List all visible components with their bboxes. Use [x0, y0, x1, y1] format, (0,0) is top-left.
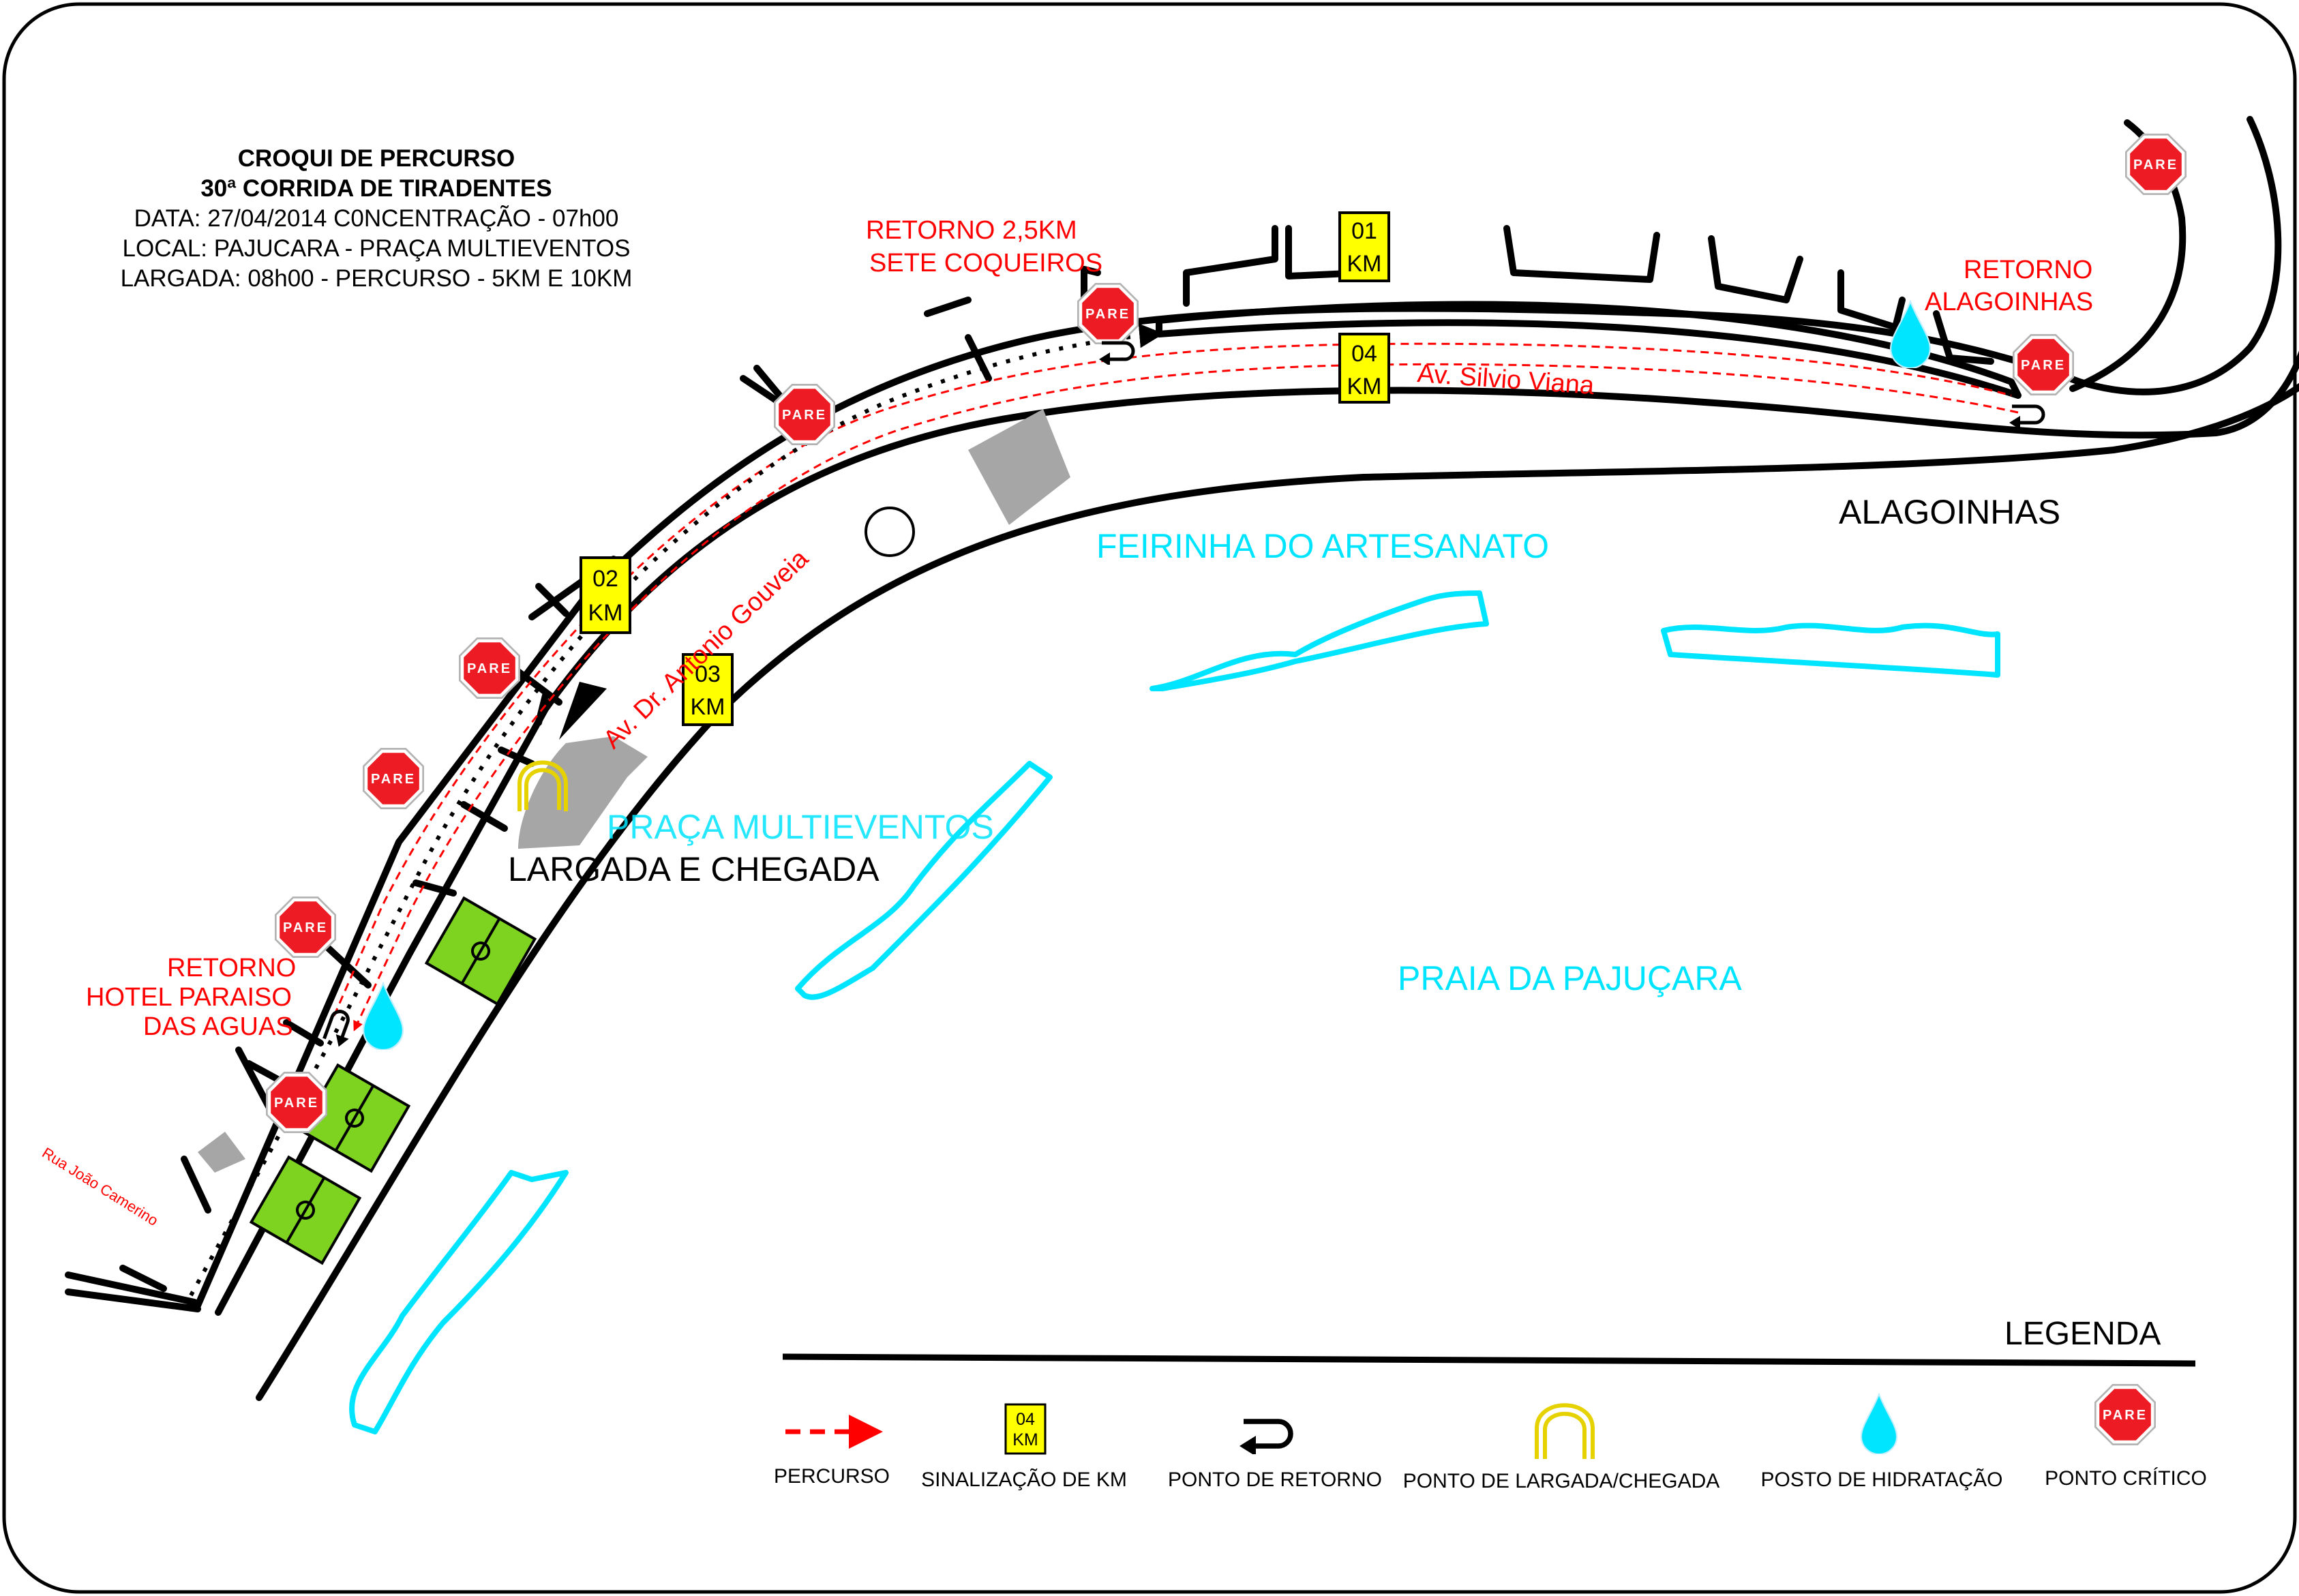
reef-shapes [349, 590, 2000, 1434]
svg-text:04: 04 [1351, 341, 1377, 367]
km-sign-icon [1004, 1403, 1047, 1455]
stop-sign: PARE [1077, 283, 1139, 344]
km-marker-04: 04 KM [1338, 333, 1390, 404]
svg-text:KM: KM [1347, 374, 1382, 400]
route-center [189, 323, 1164, 1297]
legend-divider [782, 1353, 2196, 1367]
svg-text:KM: KM [1012, 1430, 1038, 1449]
svg-text:01: 01 [1351, 218, 1377, 244]
svg-text:DAS AGUAS: DAS AGUAS [143, 1012, 293, 1041]
svg-text:PONTO DE LARGADA/CHEGADA: PONTO DE LARGADA/CHEGADA [1403, 1470, 1720, 1492]
beach-road [256, 382, 2299, 1401]
label-praia: PRAIA DA PAJUÇARA [1398, 959, 1742, 997]
svg-text:PARE: PARE [2021, 358, 2066, 373]
stop-sign: PARE [363, 748, 424, 809]
return-icon [2009, 406, 2043, 430]
stop-sign: PARE [266, 1072, 327, 1133]
header-location: LOCAL: PAJUCARA - PRAÇA MULTIEVENTOS [123, 235, 631, 262]
legend: LEGENDA PERCURSO 04 KM SINALIZAÇÃO DE KM… [774, 1316, 2207, 1492]
svg-text:KM: KM [1347, 251, 1382, 277]
stop-sign: PARE [459, 637, 520, 699]
stop-sign: PARE [2013, 334, 2074, 395]
svg-text:PONTO CRÍTICO: PONTO CRÍTICO [2045, 1467, 2207, 1490]
legend-start: PONTO DE LARGADA/CHEGADA [1403, 1403, 1720, 1492]
stop-sign: PARE [275, 897, 336, 958]
svg-text:02: 02 [592, 566, 618, 592]
hydration-points [362, 301, 1932, 1050]
svg-text:PARE: PARE [1085, 307, 1130, 322]
header-event: 30ª CORRIDA DE TIRADENTES [200, 175, 552, 202]
stop-signs: PARE PARE PARE PARE PARE PARE PARE PARE [266, 134, 2187, 1133]
svg-text:PARE: PARE [283, 920, 328, 935]
building [968, 409, 1070, 525]
svg-text:PARE: PARE [274, 1096, 319, 1111]
svg-text:SINALIZAÇÃO DE KM: SINALIZAÇÃO DE KM [921, 1468, 1127, 1491]
svg-text:PARE: PARE [2103, 1408, 2148, 1423]
svg-text:POSTO DE HIDRATAÇÃO: POSTO DE HIDRATAÇÃO [1760, 1468, 2002, 1491]
label-largada: LARGADA E CHEGADA [508, 850, 880, 888]
svg-text:PARE: PARE [2133, 157, 2178, 172]
return-icon [1239, 1421, 1291, 1456]
stop-sign: PARE [774, 384, 835, 445]
svg-text:KM: KM [588, 600, 623, 626]
water-drop-icon [362, 982, 404, 1050]
stop-sign: PARE [2125, 134, 2187, 195]
header-start: LARGADA: 08h00 - PERCURSO - 5KM E 10KM [121, 265, 633, 292]
svg-text:PARE: PARE [782, 408, 827, 423]
svg-text:PARE: PARE [467, 661, 512, 676]
label-alagoinhas: ALAGOINHAS [1839, 493, 2060, 531]
header-title: CROQUI DE PERCURSO [238, 145, 515, 172]
svg-text:RETORNO: RETORNO [1964, 256, 2092, 284]
label-feirinha: FEIRINHA DO ARTESANATO [1096, 527, 1549, 565]
svg-text:03: 03 [695, 661, 721, 687]
km-marker-02: 02 KM [580, 556, 631, 634]
label-praca: PRAÇA MULTIEVENTOS [607, 808, 994, 846]
return-icon [1099, 343, 1133, 366]
start-direction-arrow [559, 682, 607, 740]
legend-title: LEGENDA [2004, 1316, 2161, 1352]
svg-text:ALAGOINHAS: ALAGOINHAS [1925, 288, 2093, 316]
header-date: DATA: 27/04/2014 C0NCENTRAÇÃO - 07h00 [134, 205, 619, 232]
svg-text:HOTEL PARAISO: HOTEL PARAISO [86, 983, 292, 1012]
svg-text:KM: KM [691, 694, 725, 720]
field [424, 896, 537, 1006]
roundabout [865, 507, 915, 557]
svg-text:SETE COQUEIROS: SETE COQUEIROS [869, 249, 1102, 277]
km-marker-03: 03 KM [682, 653, 734, 726]
route-outbound [333, 342, 2012, 1017]
svg-text:RETORNO: RETORNO [167, 954, 296, 982]
km-marker-01: 01 KM [1338, 211, 1390, 282]
legend-critical: PARE PONTO CRÍTICO [2045, 1384, 2207, 1490]
legend-return: PONTO DE RETORNO [1168, 1421, 1382, 1491]
race-route [189, 323, 2019, 1297]
median-island [1156, 301, 2022, 399]
place-labels: ALAGOINHAS FEIRINHA DO ARTESANATO PRAÇA … [508, 493, 2060, 997]
football-fields [249, 896, 537, 1265]
start-gate-icon [1535, 1403, 1595, 1459]
legend-water: POSTO DE HIDRATAÇÃO [1760, 1394, 2003, 1491]
svg-text:PONTO DE RETORNO: PONTO DE RETORNO [1168, 1469, 1382, 1491]
svg-text:04: 04 [1016, 1410, 1035, 1429]
building [198, 1132, 245, 1173]
buildings [198, 409, 1070, 1173]
start-gate-icon [517, 760, 568, 811]
legend-km: 04 KM SINALIZAÇÃO DE KM [921, 1403, 1127, 1491]
water-drop-icon [1861, 1394, 1897, 1454]
svg-text:PERCURSO: PERCURSO [774, 1465, 890, 1488]
svg-text:PARE: PARE [371, 772, 416, 787]
avenue-south-edge [215, 350, 2299, 1316]
legend-route: PERCURSO [774, 1415, 890, 1488]
map-header: CROQUI DE PERCURSO 30ª CORRIDA DE TIRADE… [121, 145, 633, 292]
route-return [353, 363, 2019, 1032]
field [249, 1155, 362, 1265]
svg-text:RETORNO 2,5KM: RETORNO 2,5KM [866, 216, 1077, 245]
street-label-joao-camerino: Rua João Camerino [39, 1144, 161, 1229]
